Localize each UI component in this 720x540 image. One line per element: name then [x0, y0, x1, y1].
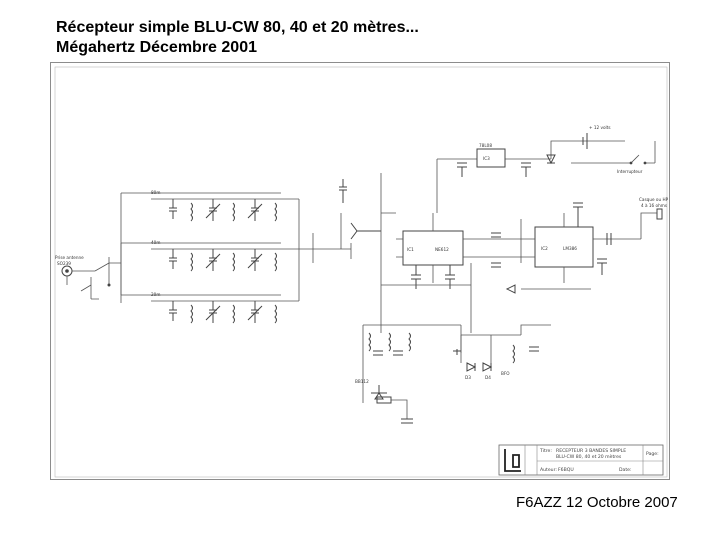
- ic3-box: [476, 148, 506, 168]
- filter-row-80m: 80m: [151, 190, 277, 222]
- vfo-section: BB112: [355, 324, 462, 424]
- ic2-part: LM386: [563, 246, 577, 251]
- supply-label: + 12 volts: [589, 125, 611, 130]
- tb-author-key: Auteur:: [540, 467, 557, 473]
- band-switch: [80, 192, 281, 303]
- page-title: Récepteur simple BLU-CW 80, 40 et 20 mèt…: [56, 19, 419, 36]
- bfo-section: D3 D4 BFO: [453, 324, 551, 380]
- antenna-connector-label: SO239: [57, 261, 71, 266]
- schematic-title-block: Titre: RECEPTEUR 3 BANDES SIMPLE BLU-CW …: [498, 444, 664, 476]
- ic1-label: IC1: [407, 247, 414, 252]
- antenna-label: Prise antenne: [55, 255, 84, 260]
- tb-subtitle-value: BLU-CW 80, 40 et 20 mètres: [556, 453, 622, 460]
- antenna-input: Prise antenne SO239: [55, 255, 95, 285]
- band-label-80m: 80m: [151, 190, 160, 195]
- tb-title-key: Titre:: [539, 448, 552, 454]
- sheet-frame: [54, 66, 668, 478]
- schematic-sheet: Prise antenne SO239 80m: [50, 62, 670, 480]
- d4-label: D4: [485, 375, 491, 380]
- ic3-part: 78L08: [479, 143, 492, 148]
- title-block: Récepteur simple BLU-CW 80, 40 et 20 mèt…: [56, 18, 656, 58]
- switch-label: Interrupteur: [617, 169, 643, 174]
- logo-icon: [504, 449, 521, 472]
- output-label-2: 4 à 16 ohms: [641, 203, 667, 208]
- ic2-label: IC2: [541, 246, 548, 251]
- schematic-drawing: Prise antenne SO239 80m: [54, 66, 669, 478]
- ic1-part: NE612: [435, 247, 449, 252]
- tb-title-value: RECEPTEUR 3 BANDES SIMPLE: [556, 448, 626, 454]
- power-supply: 78L08 IC3 + 12 volts Interrupteur: [436, 125, 656, 213]
- band-label-40m: 40m: [151, 240, 160, 245]
- bfo-label: BFO: [501, 371, 510, 376]
- tb-date-key: Date:: [619, 467, 632, 473]
- output-label: Casque ou HP: [639, 197, 669, 202]
- tb-author-value: F6BQU: [558, 467, 574, 473]
- d3-label: D3: [465, 375, 471, 380]
- band-label-20m: 20m: [151, 292, 160, 297]
- filter-row-20m: 20m: [151, 292, 277, 324]
- tb-page-key: Page:: [646, 451, 659, 457]
- footer-credit: F6AZZ 12 Octobre 2007: [516, 494, 678, 511]
- varicap-label: BB112: [355, 379, 369, 384]
- mixer-section: IC1 NE612: [313, 173, 481, 333]
- ic2-box: [534, 226, 594, 268]
- audio-amplifier: IC2 LM386 Casque ou HP 4 à 16 ohms: [481, 197, 669, 294]
- filter-row-40m: 40m: [151, 240, 277, 272]
- page-subtitle: Mégahertz Décembre 2001: [56, 39, 257, 56]
- ic3-label: IC3: [483, 156, 490, 161]
- bandpass-filters: 80m 40m 20m: [151, 190, 314, 324]
